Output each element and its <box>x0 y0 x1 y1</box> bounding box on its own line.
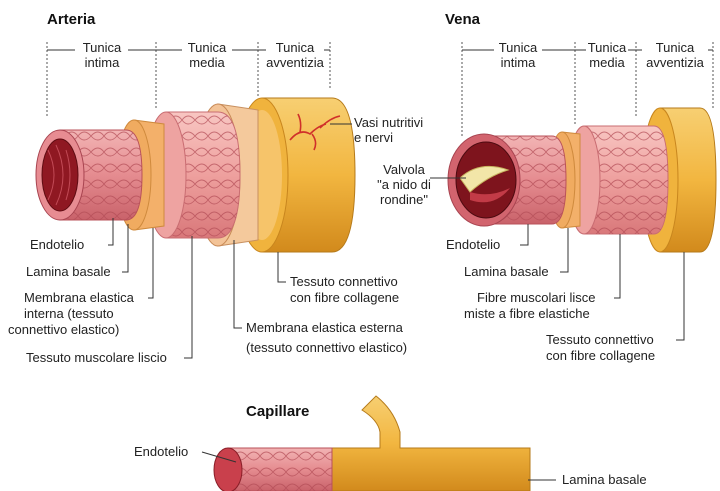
label-membrana-interna-1: Membrana elastica <box>24 290 135 305</box>
label-artery-endotelio: Endotelio <box>30 237 84 252</box>
label-fibre-2: miste a fibre elastiche <box>464 306 590 321</box>
artery-tunica-intima-1: Tunica <box>83 40 122 55</box>
label-capillary-lamina: Lamina basale <box>562 472 647 487</box>
leader-artery-endotelio <box>108 218 113 245</box>
leader-artery-lamina <box>122 224 128 272</box>
vein-title: Vena <box>445 11 481 28</box>
label-capillary-endotelio: Endotelio <box>134 444 188 459</box>
artery-tunica-intima-2: intima <box>85 55 120 70</box>
leader-vein-endotelio <box>520 224 528 245</box>
capillary-endothelium-cells <box>228 448 332 491</box>
vein-illustration <box>448 108 716 252</box>
vein-tunica-intima-2: intima <box>501 55 536 70</box>
leader-membrana-esterna <box>234 240 242 328</box>
label-vein-connettivo-2: con fibre collagene <box>546 348 655 363</box>
label-vein-endotelio: Endotelio <box>446 237 500 252</box>
leader-muscolare <box>184 236 192 358</box>
label-vasi-2: e nervi <box>354 130 393 145</box>
label-membrana-interna-3: connettivo elastico) <box>8 322 119 337</box>
artery-tunica-media-1: Tunica <box>188 40 227 55</box>
artery-tunica-media-2: media <box>189 55 225 70</box>
label-artery-connettivo-1: Tessuto connettivo <box>290 274 398 289</box>
artery-tunica-avventizia-1: Tunica <box>276 40 315 55</box>
leader-membrana-interna <box>148 228 153 298</box>
label-fibre-1: Fibre muscolari lisce <box>477 290 595 305</box>
artery-tunica-avventizia-2: avventizia <box>266 55 325 70</box>
label-vein-lamina: Lamina basale <box>464 264 549 279</box>
artery-lumen <box>42 139 78 211</box>
label-muscolare: Tessuto muscolare liscio <box>26 350 167 365</box>
vein-tunica-avventizia-1: Tunica <box>656 40 695 55</box>
label-valvola-2: "a nido di <box>377 177 431 192</box>
label-vein-connettivo-1: Tessuto connettivo <box>546 332 654 347</box>
label-artery-lamina: Lamina basale <box>26 264 111 279</box>
artery-title: Arteria <box>47 11 96 28</box>
leader-vein-connettivo <box>676 252 684 340</box>
leader-vein-lamina <box>560 228 568 272</box>
capillary-lumen <box>214 448 242 491</box>
vein-tunica-avventizia-2: avventizia <box>646 55 705 70</box>
label-valvola-3: rondine" <box>380 192 428 207</box>
label-membrana-esterna-1: Membrana elastica esterna <box>246 320 404 335</box>
vein-tunica-media-2: media <box>589 55 625 70</box>
leader-fibre <box>614 234 620 298</box>
label-artery-connettivo-2: con fibre collagene <box>290 290 399 305</box>
vein-tunica-intima-1: Tunica <box>499 40 538 55</box>
label-membrana-interna-2: interna (tessuto <box>24 306 114 321</box>
label-membrana-esterna-2: (tessuto connettivo elastico) <box>246 340 407 355</box>
artery-illustration <box>36 98 355 252</box>
leader-artery-connettivo <box>278 252 286 282</box>
vein-tunica-media-1: Tunica <box>588 40 627 55</box>
label-valvola-1: Valvola <box>383 162 425 177</box>
label-vasi-1: Vasi nutritivi <box>354 115 423 130</box>
capillary-title: Capillare <box>246 403 309 420</box>
